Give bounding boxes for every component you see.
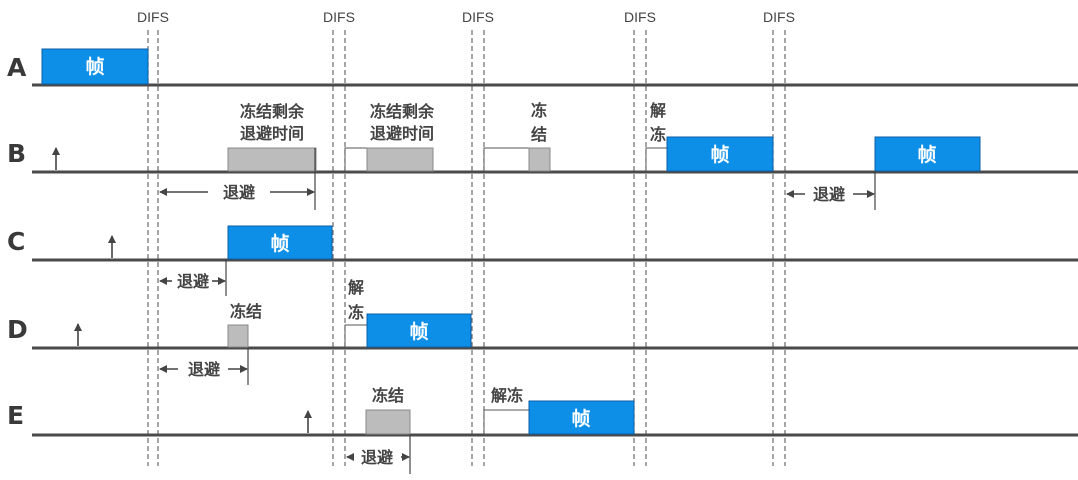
freeze-remaining-label-1b: 退避时间 bbox=[240, 124, 304, 143]
backoff-resume-b bbox=[645, 147, 668, 172]
remaining-backoff-b3 bbox=[528, 147, 551, 172]
remaining-backoff-d bbox=[227, 324, 249, 348]
arrival-arrows bbox=[52, 147, 312, 433]
backoff-label-d: 退避 bbox=[188, 360, 220, 379]
station-label-d: D bbox=[7, 315, 28, 344]
frame-a bbox=[41, 48, 149, 85]
unfreeze-label-b-2: 冻 bbox=[650, 125, 666, 144]
station-label-a: A bbox=[7, 53, 27, 82]
frame-c bbox=[227, 225, 333, 260]
freeze-label-b-1: 冻 bbox=[531, 101, 547, 120]
difs-label-2: DIFS bbox=[323, 9, 355, 25]
freeze-remaining-label-2b: 退避时间 bbox=[370, 124, 434, 143]
backoff-label-e: 退避 bbox=[361, 448, 393, 467]
remaining-backoff-b2 bbox=[366, 147, 434, 172]
remaining-backoff-e bbox=[365, 409, 411, 435]
freeze-label-d: 冻结 bbox=[230, 302, 262, 321]
remaining-backoff-b1 bbox=[227, 147, 317, 172]
unfreeze-label-d-1: 解 bbox=[348, 278, 364, 297]
freeze-label-b-2: 结 bbox=[530, 125, 547, 144]
frame-b2-label: 帧 bbox=[917, 143, 936, 166]
frame-b1-label: 帧 bbox=[710, 143, 729, 166]
difs-label-1: DIFS bbox=[137, 9, 169, 25]
backoff-resume-e bbox=[483, 409, 530, 435]
frame-e-label: 帧 bbox=[571, 407, 590, 430]
frame-e bbox=[528, 400, 635, 435]
difs-label-4: DIFS bbox=[624, 9, 656, 25]
frame-d-label: 帧 bbox=[409, 320, 428, 343]
station-labels: A B C D E bbox=[7, 53, 28, 430]
unfreeze-label-d-2: 冻 bbox=[348, 303, 364, 322]
backoff-resume-d bbox=[344, 324, 368, 348]
difs-labels: DIFS DIFS DIFS DIFS DIFS bbox=[137, 9, 795, 25]
backoff-elapsed-b2 bbox=[344, 147, 368, 172]
difs-label-3: DIFS bbox=[462, 9, 494, 25]
frame-c-label: 帧 bbox=[270, 232, 289, 255]
freeze-remaining-label-1a: 冻结剩余 bbox=[240, 102, 305, 121]
frame-b1 bbox=[666, 136, 774, 172]
backoff-label-c: 退避 bbox=[177, 272, 209, 291]
freeze-remaining-label-2a: 冻结剩余 bbox=[370, 102, 435, 121]
frame-b2 bbox=[874, 136, 981, 172]
backoff-label-b2: 退避 bbox=[813, 185, 845, 204]
difs-dashed-lines bbox=[147, 30, 786, 466]
timelines bbox=[32, 83, 1078, 437]
station-label-b: B bbox=[7, 139, 26, 168]
unfreeze-label-b-1: 解 bbox=[650, 101, 666, 120]
difs-label-5: DIFS bbox=[763, 9, 795, 25]
station-label-c: C bbox=[7, 227, 25, 256]
frame-a-label: 帧 bbox=[85, 55, 104, 78]
unfreeze-label-e: 解冻 bbox=[491, 386, 523, 405]
freeze-label-e: 冻结 bbox=[372, 386, 404, 405]
backoff-elapsed-b3 bbox=[483, 147, 530, 172]
frame-d bbox=[366, 313, 472, 348]
station-label-e: E bbox=[7, 401, 24, 430]
backoff-label-b1: 退避 bbox=[223, 183, 255, 202]
